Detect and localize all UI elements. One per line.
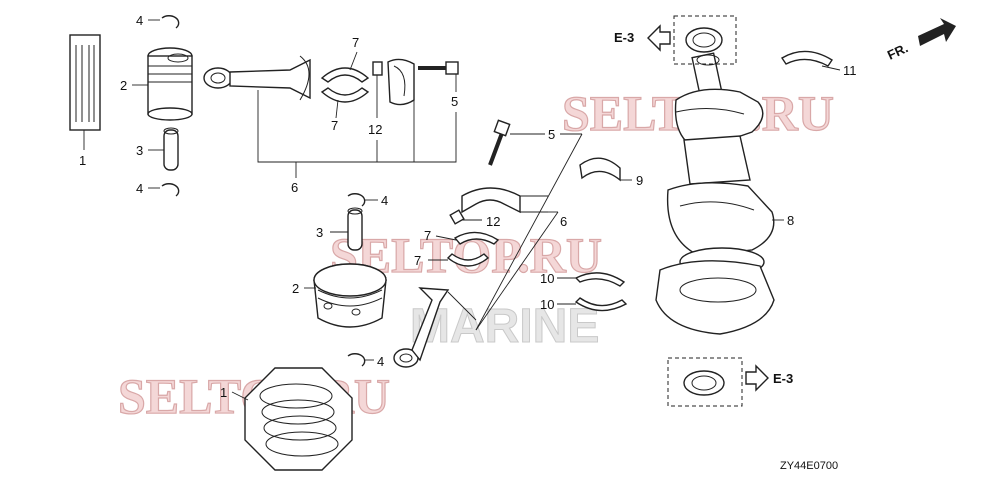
piston-ring-set-low xyxy=(259,383,339,457)
rod-bearing-upper-mid xyxy=(453,231,500,245)
rod-bearing-lower-mid xyxy=(446,253,490,267)
seal-box-top xyxy=(673,15,737,65)
callout-2-top: 2 xyxy=(120,78,127,93)
pin-clip-top-b xyxy=(161,183,180,197)
seal-box-bottom xyxy=(667,357,743,407)
piston-ring-set-top xyxy=(69,34,101,131)
piston-mid xyxy=(313,263,387,328)
connecting-rod-mid xyxy=(393,287,450,368)
reference-e3-bottom[interactable]: E-3 xyxy=(773,371,793,386)
rod-bearing-lower-top xyxy=(320,87,370,103)
front-direction-arrow: FR. xyxy=(885,18,956,63)
reference-arrow-top xyxy=(647,24,671,52)
rod-bearing-upper-top xyxy=(320,67,370,83)
dowel-pin-mid xyxy=(449,209,465,225)
callout-7-a: 7 xyxy=(352,35,359,50)
callout-11: 11 xyxy=(843,63,857,78)
rod-cap-top xyxy=(387,58,415,106)
front-direction-label: FR. xyxy=(885,40,910,62)
callout-1-top: 1 xyxy=(79,153,86,168)
pin-clip-mid xyxy=(347,193,366,207)
callout-4-top-b: 4 xyxy=(136,181,143,196)
dowel-pin-top xyxy=(372,61,383,76)
crankshaft xyxy=(655,52,775,335)
callout-4-mid: 4 xyxy=(381,193,388,208)
callout-9: 9 xyxy=(636,173,643,188)
callout-4-low: 4 xyxy=(377,354,384,369)
callout-5-b: 5 xyxy=(548,127,555,142)
thrust-bearing-upper xyxy=(574,272,626,287)
callout-12-a: 12 xyxy=(368,122,382,137)
reference-e3-top[interactable]: E-3 xyxy=(614,30,634,45)
callout-3-mid: 3 xyxy=(316,225,323,240)
reference-arrow-bottom xyxy=(745,364,769,392)
callout-2-mid: 2 xyxy=(292,281,299,296)
rod-bolt-mid xyxy=(488,119,511,166)
piston-pin-top xyxy=(163,127,179,171)
connecting-rod-top xyxy=(203,55,311,101)
thrust-bearing-lower xyxy=(574,297,628,312)
callout-6-a: 6 xyxy=(291,180,298,195)
callout-8: 8 xyxy=(787,213,794,228)
callout-7-b: 7 xyxy=(331,118,338,133)
diagram-code: ZY44E0700 xyxy=(780,460,838,472)
oil-seal-top xyxy=(685,27,723,53)
callout-10-a: 10 xyxy=(540,271,554,286)
main-bearing-upper xyxy=(579,157,621,182)
rod-bolt-top xyxy=(418,61,459,75)
pin-clip-top-a xyxy=(161,15,180,29)
piston-top xyxy=(147,47,193,121)
callout-7-d: 7 xyxy=(414,253,421,268)
callout-10-b: 10 xyxy=(540,297,554,312)
callout-4-top-a: 4 xyxy=(136,13,143,28)
oil-seal-bottom xyxy=(683,370,725,396)
rod-cap-mid xyxy=(461,187,521,214)
callout-12-b: 12 xyxy=(486,214,500,229)
callout-6-b: 6 xyxy=(560,214,567,229)
callout-7-c: 7 xyxy=(424,228,431,243)
piston-pin-mid xyxy=(347,207,363,251)
callout-3-top: 3 xyxy=(136,143,143,158)
watermark-marine: MARINE xyxy=(410,300,599,353)
main-bearing-top xyxy=(781,50,833,67)
callout-1-low: 1 xyxy=(220,385,227,400)
callout-5-a: 5 xyxy=(451,94,458,109)
ring-set-frame xyxy=(244,367,353,471)
pin-clip-low xyxy=(347,353,366,367)
